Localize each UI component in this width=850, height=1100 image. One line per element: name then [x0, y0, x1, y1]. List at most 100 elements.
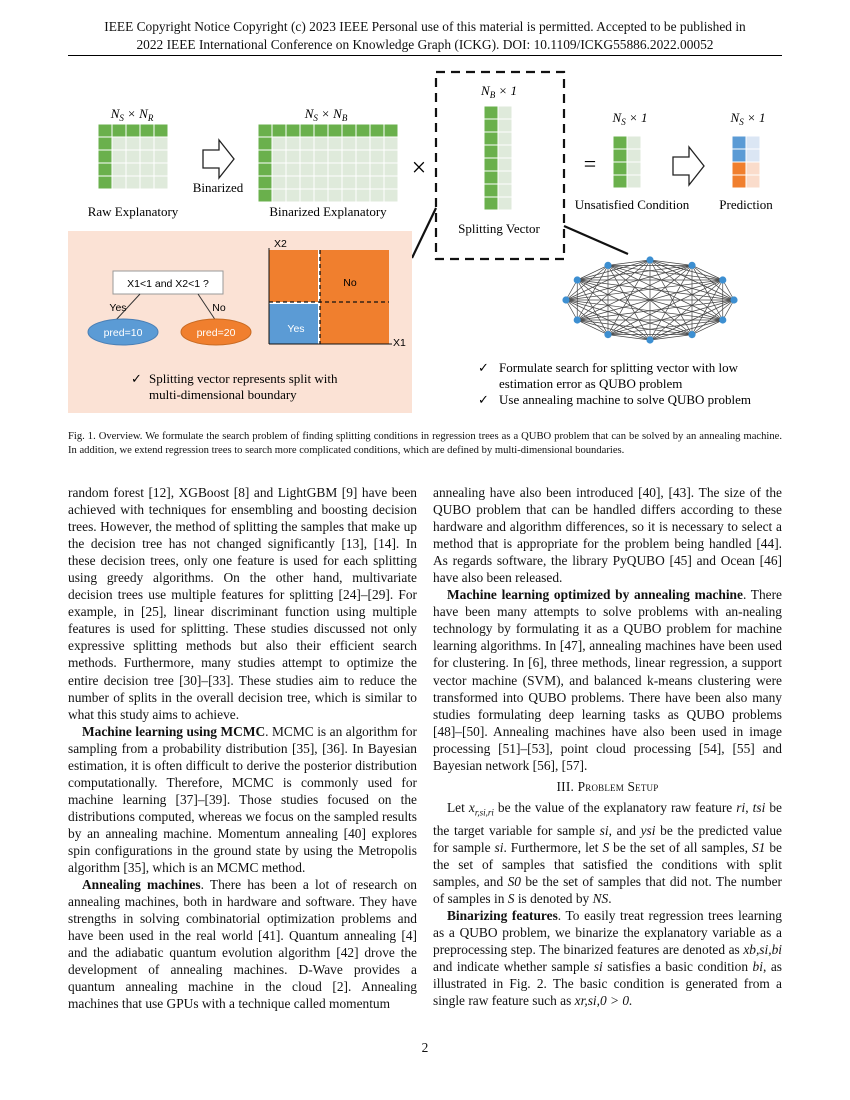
matrix-cell [483, 131, 499, 146]
pred-dim-label: NS × 1 [730, 110, 766, 127]
matrix-cell [271, 175, 287, 190]
graph-edge [577, 299, 735, 321]
matrix-cell [285, 162, 301, 177]
matrix-cell [497, 196, 513, 211]
graph-edge [577, 279, 735, 301]
graph-edge [691, 279, 724, 335]
copyright-header: IEEE Copyright Notice Copyright (c) 2023… [0, 18, 850, 53]
matrix-cell [313, 136, 329, 151]
matrix-cell [355, 188, 371, 203]
header-line-2: 2022 IEEE International Conference on Kn… [136, 36, 714, 52]
figure-caption: Fig. 1. Overview. We formulate the searc… [68, 431, 782, 456]
matrix-cell [139, 175, 155, 190]
math-xr: xr,si,ri [468, 799, 494, 818]
matrix-cell [153, 149, 169, 164]
connector-left [411, 207, 437, 259]
left-paragraph-2: Machine learning using MCMC. MCMC is an … [68, 723, 417, 876]
graph-edge [607, 265, 723, 321]
vector-dim-label: NB × 1 [480, 83, 517, 100]
graph-node [719, 316, 727, 324]
graph-node [688, 261, 696, 269]
matrix-cell [369, 136, 385, 151]
matrix-cell [313, 123, 329, 138]
matrix-cell [97, 149, 113, 164]
tree-condition-text: X1<1 and X2<1 ? [127, 278, 209, 290]
page-number: 2 [421, 1040, 429, 1055]
matrix-cell [383, 136, 399, 151]
matrix-cell [626, 161, 642, 176]
matrix-cell [299, 175, 315, 190]
leaf-yes-node [87, 318, 159, 346]
matrix-cell [483, 118, 499, 133]
matrix-cell [153, 123, 169, 138]
axis-x1-label: X1 [393, 337, 406, 349]
graph-edge [722, 299, 735, 321]
matrix-cell [483, 183, 499, 198]
matrix-cell [731, 174, 747, 189]
matrix-cell [497, 157, 513, 172]
matrix-cell [745, 174, 761, 189]
tree-no-label: No [212, 302, 226, 314]
graph-edge [577, 265, 693, 321]
check-left-text-2: multi-dimensional boundary [149, 387, 297, 402]
matrix-cell [497, 118, 513, 133]
check-left-text-1: Splitting vector represents split with [149, 371, 338, 386]
check-right-text-1b: estimation error as QUBO problem [499, 376, 682, 391]
tree-yes-label: Yes [109, 302, 126, 314]
graph-edge [565, 279, 723, 301]
axis-x2-label: X2 [274, 238, 287, 250]
matrix-cell [383, 188, 399, 203]
graph-edge [649, 259, 693, 335]
splitting-vector-label: Splitting Vector [458, 221, 540, 236]
matrix-cell [341, 162, 357, 177]
leaf-yes-text: pred=10 [104, 327, 143, 339]
raw-dim-label: NS × NR [110, 106, 154, 123]
matrix-cell [497, 144, 513, 159]
matrix-cell [111, 175, 127, 190]
matrix-cell [497, 170, 513, 185]
matrix-cell [257, 149, 273, 164]
matrix-cell [313, 188, 329, 203]
graph-edge [577, 265, 609, 281]
matrix-cell [299, 188, 315, 203]
matrix-cell [483, 157, 499, 172]
matrix-cell [731, 148, 747, 163]
graph-edge [649, 319, 723, 341]
matrix-cell [626, 135, 642, 150]
matrix-cell [341, 175, 357, 190]
graph-edge [565, 299, 578, 321]
matrix-cell [497, 105, 513, 120]
right-column: annealing have also been introduced [40]… [433, 484, 782, 1009]
binarized-arrow-label: Binarized [193, 180, 244, 195]
leaf-no-text: pred=20 [197, 327, 236, 339]
matrix-cell [497, 183, 513, 198]
unsatisfied-condition-label: Unsatisfied Condition [575, 197, 690, 212]
matrix-cell [97, 123, 113, 138]
graph-edge [565, 299, 723, 321]
matrix-cell [257, 162, 273, 177]
matrix-cell [483, 170, 499, 185]
multiply-symbol: × [412, 153, 427, 182]
graph-edge [691, 299, 735, 335]
matrix-cell [271, 123, 287, 138]
matrix-cell [383, 149, 399, 164]
qubo-graph [562, 256, 738, 344]
matrix-cell [271, 188, 287, 203]
graph-node [719, 276, 727, 284]
matrix-cell [483, 144, 499, 159]
region-no-right [320, 250, 389, 344]
matrix-cell [125, 149, 141, 164]
matrix-cell [299, 162, 315, 177]
matrix-cell [285, 136, 301, 151]
matrix-cell [745, 161, 761, 176]
matrix-cell [327, 136, 343, 151]
check-right-icon-1: ✓ [478, 360, 489, 375]
region-yes-label: Yes [287, 323, 304, 335]
matrix-cell [111, 162, 127, 177]
matrix-cell [97, 175, 113, 190]
header-rule [68, 55, 782, 56]
left-column: random forest [12], XGBoost [8] and Ligh… [68, 484, 417, 1012]
matrix-cell [731, 161, 747, 176]
graph-edge [649, 334, 693, 341]
matrix-cell [257, 188, 273, 203]
